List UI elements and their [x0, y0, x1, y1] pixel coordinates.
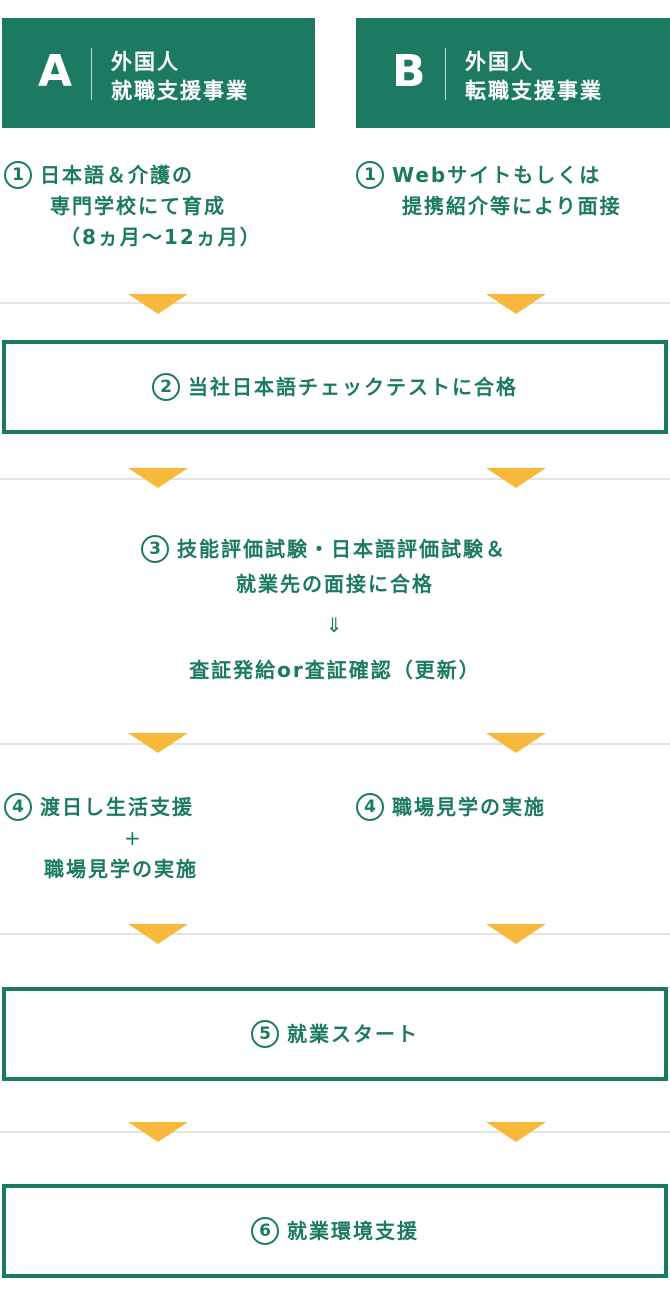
- header-b-separator: [445, 48, 446, 100]
- step4-a: 4 渡日し生活支援 + 職場見学の実施: [4, 792, 324, 885]
- divider-5: [0, 1131, 670, 1133]
- header-b: B 外国人 転職支援事業: [356, 18, 670, 128]
- step4-a-line2: 職場見学の実施: [44, 857, 198, 881]
- step1-b-line2: 提携紹介等により面接: [402, 194, 622, 218]
- step3-line1: 技能評価試験・日本語評価試験＆: [177, 537, 507, 561]
- step1-a-line3: （8ヵ月〜12ヵ月）: [60, 225, 262, 249]
- header-a-separator: [91, 48, 92, 100]
- step4-a-plus: +: [124, 826, 143, 850]
- arrow-down-icon: [486, 294, 546, 314]
- step6-number: 6: [251, 1217, 279, 1245]
- arrow-down-icon: [128, 924, 188, 944]
- step1-b-number: 1: [356, 161, 384, 189]
- divider-4: [0, 933, 670, 935]
- header-b-title: 外国人 転職支援事業: [465, 48, 603, 106]
- arrow-down-icon: [486, 924, 546, 944]
- arrow-down-icon: [486, 1122, 546, 1142]
- arrow-down-icon: [128, 1122, 188, 1142]
- step3-line3: 査証発給or査証確認（更新）: [189, 658, 481, 682]
- header-a-line2: 就職支援事業: [111, 79, 249, 103]
- step3-heading: 3 技能評価試験・日本語評価試験＆: [0, 534, 670, 565]
- arrow-down-icon: [128, 294, 188, 314]
- arrow-down-icon: [128, 468, 188, 488]
- step2-text: 当社日本語チェックテストに合格: [188, 375, 518, 399]
- step5-text: 就業スタート: [287, 1022, 419, 1046]
- step1-a-line1: 日本語＆介護の: [40, 163, 194, 187]
- step2-number: 2: [152, 373, 180, 401]
- step1-b: 1 Webサイトもしくは 提携紹介等により面接: [356, 160, 670, 222]
- step3-line2: 就業先の面接に合格: [236, 572, 434, 596]
- step1-a-line2: 専門学校にて育成: [50, 194, 226, 218]
- step1-b-line1: Webサイトもしくは: [392, 163, 602, 187]
- step4-b-line1: 職場見学の実施: [392, 795, 546, 819]
- step1-a-number: 1: [4, 161, 32, 189]
- header-a-title: 外国人 就職支援事業: [111, 48, 249, 106]
- step6-text: 就業環境支援: [287, 1219, 419, 1243]
- step5-box: 5 就業スタート: [2, 987, 668, 1081]
- step3: 3 技能評価試験・日本語評価試験＆ 就業先の面接に合格 ⇓ 査証発給or査証確認（…: [0, 534, 670, 686]
- step6-box: 6 就業環境支援: [2, 1184, 668, 1278]
- arrow-down-icon: [128, 733, 188, 753]
- divider-3: [0, 743, 670, 745]
- step1-a: 1 日本語＆介護の 専門学校にて育成 （8ヵ月〜12ヵ月）: [4, 160, 324, 253]
- divider-2: [0, 478, 670, 480]
- step4-a-number: 4: [4, 793, 32, 821]
- header-a-letter: A: [38, 46, 73, 97]
- step3-number: 3: [141, 535, 169, 563]
- header-b-letter: B: [392, 46, 426, 97]
- header-a: A 外国人 就職支援事業: [2, 18, 315, 128]
- step4-a-line1: 渡日し生活支援: [40, 795, 194, 819]
- step5-number: 5: [251, 1020, 279, 1048]
- arrow-down-icon: [486, 733, 546, 753]
- step4-b: 4 職場見学の実施: [356, 792, 670, 823]
- divider-1: [0, 302, 670, 304]
- arrow-down-icon: [486, 468, 546, 488]
- step3-down-arrow: ⇓: [325, 613, 345, 637]
- step2-box: 2 当社日本語チェックテストに合格: [2, 340, 668, 434]
- header-b-line1: 外国人: [465, 50, 534, 74]
- header-a-line1: 外国人: [111, 50, 180, 74]
- header-b-line2: 転職支援事業: [465, 79, 603, 103]
- step4-b-number: 4: [356, 793, 384, 821]
